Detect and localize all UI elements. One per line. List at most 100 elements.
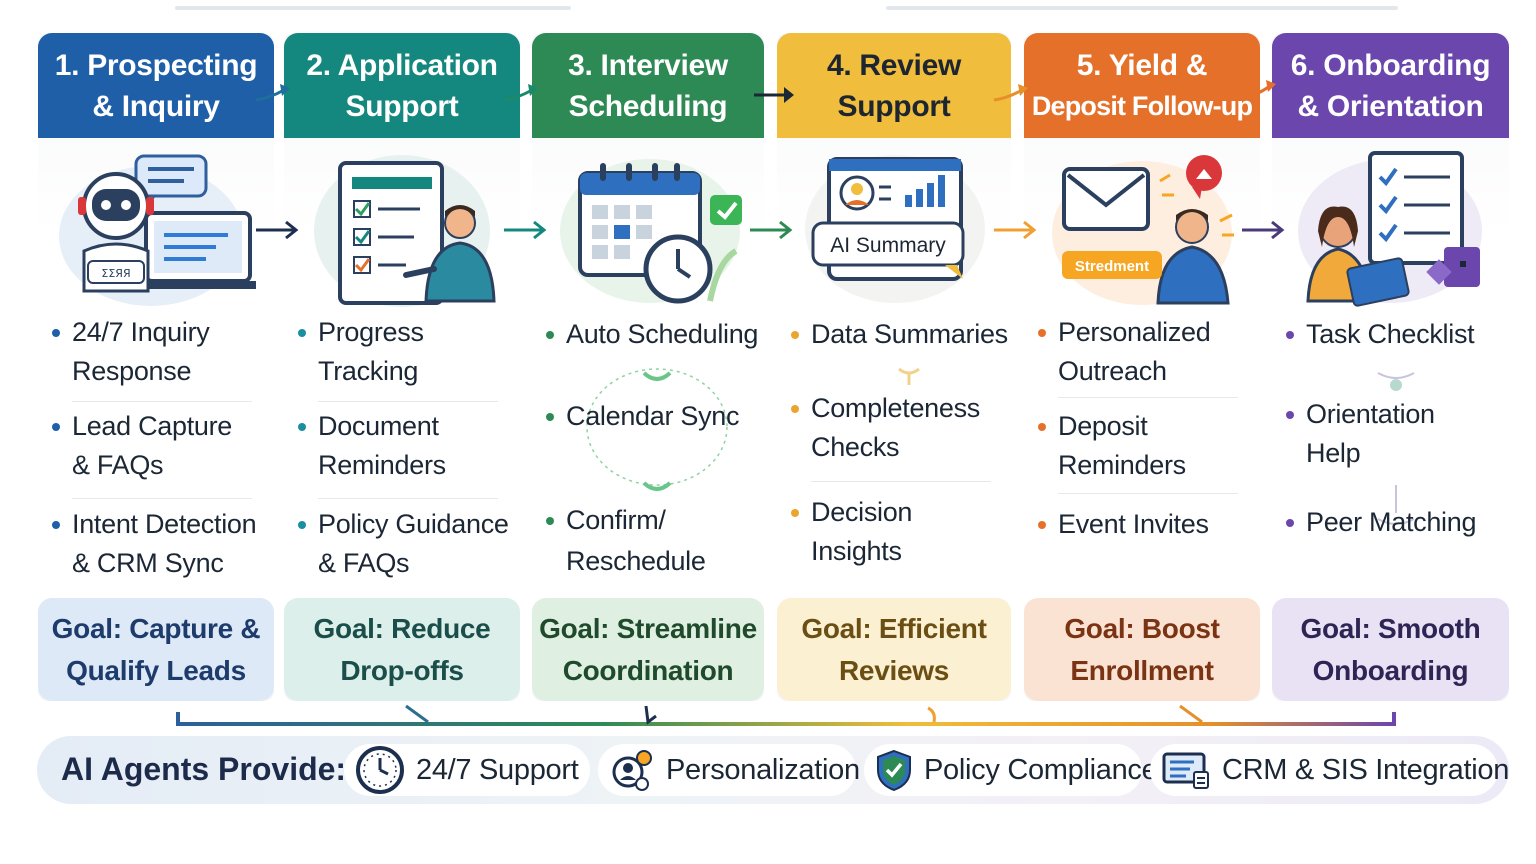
goal-box: Goal: Streamline Coordination [532, 598, 764, 701]
stage-title-line-1: 5. Yield & [1076, 48, 1208, 82]
stage-onboarding: 6. Onboarding & Orientation Task Checkli… [1272, 33, 1509, 701]
personalization-icon [612, 750, 652, 791]
header-arrow-2 [503, 84, 538, 102]
feature-line: Calendar Sync [566, 401, 740, 431]
goal-line-1: Goal: Streamline [539, 612, 757, 644]
feature-line: Intent Detection [72, 509, 257, 539]
feature-line: Reminders [318, 450, 446, 480]
stage-yield-deposit: 5. Yield & Deposit Follow-up Stredment P… [1024, 33, 1260, 701]
stage-review-support: 4. Review Support AI Summary Data Summar… [777, 33, 1011, 701]
stage-title-line-2: & Inquiry [92, 89, 220, 123]
ai-summary-label: AI Summary [830, 234, 946, 257]
feature-line: Event Invites [1058, 509, 1209, 539]
goal-line-2: Qualify Leads [66, 654, 246, 686]
connector-ring [586, 368, 728, 491]
stage-header: 1. Prospecting & Inquiry [38, 33, 274, 138]
stage-title-line-1: 4. Review [826, 48, 962, 82]
capability-pill-personalization: Personalization [598, 744, 860, 796]
divider [318, 401, 498, 402]
chatbot-laptop-illustration: ΣΣЯЯ [59, 154, 256, 306]
goal-line-1: Goal: Capture & [51, 612, 261, 644]
stage-header: 3. Interview Scheduling [532, 33, 764, 138]
feature-line: & FAQs [72, 450, 164, 480]
stage-title-line-2: Scheduling [568, 89, 728, 123]
feature-line: Confirm/ [566, 505, 666, 535]
database-screen-icon [1162, 752, 1209, 789]
divider [72, 498, 252, 499]
header-arrow-4 [993, 84, 1028, 102]
checklist-person-illustration [314, 155, 496, 307]
feature-line: Peer Matching [1306, 507, 1477, 537]
feature-line: Help [1306, 438, 1361, 468]
capability-label: Policy Compliance [924, 753, 1158, 786]
divider [318, 498, 498, 499]
stage-title-line-1: 6. Onboarding [1290, 48, 1491, 82]
feature-line: Personalized [1058, 317, 1211, 347]
flow-arrow-1 [256, 220, 299, 240]
goal-line-1: Goal: Boost [1064, 612, 1220, 644]
flow-arrow-2 [504, 220, 547, 240]
capability-pill-compliance: Policy Compliance [864, 744, 1158, 796]
stage-column-bg [284, 33, 520, 701]
top-decor-line-left [175, 6, 571, 10]
divider [1058, 397, 1238, 398]
feature-line: Completeness [811, 393, 980, 423]
divider [72, 401, 252, 402]
stage-title-line-1: 2. Application [306, 48, 498, 82]
stage-header: 6. Onboarding & Orientation [1272, 33, 1509, 138]
connector-tick [1377, 485, 1415, 525]
stage-title-line-2: Support [345, 89, 459, 123]
stage-application-support: 2. Application Support Progress Tracking… [284, 33, 520, 701]
goal-line-2: Reviews [839, 654, 949, 686]
capability-pill-support: 24/7 Support [344, 744, 590, 796]
feature-line: Tracking [318, 356, 419, 386]
capability-label: CRM & SIS Integration [1222, 753, 1510, 786]
divider [811, 481, 991, 482]
feature-line: Task Checklist [1306, 319, 1475, 349]
goal-line-2: Drop-offs [340, 654, 464, 686]
goal-line-1: Goal: Efficient [801, 612, 987, 644]
goal-box: Goal: Efficient Reviews [777, 598, 1011, 701]
outreach-badge-text: Stredment [1075, 258, 1149, 275]
stage-header: 5. Yield & Deposit Follow-up [1024, 33, 1260, 138]
feature-line: & CRM Sync [72, 548, 224, 578]
goal-line-1: Goal: Reduce [313, 612, 491, 644]
stage-title-line-2: & Orientation [1297, 89, 1484, 123]
goal-line-2: Onboarding [1312, 654, 1469, 686]
stage-header: 4. Review Support [777, 33, 1011, 138]
feature-line: Response [72, 356, 192, 386]
stage-column-bg [777, 33, 1011, 701]
stage-title-line-1: 1. Prospecting [54, 48, 258, 82]
shield-check-icon [877, 749, 911, 792]
feature-line: Deposit [1058, 411, 1148, 441]
ai-agents-title: AI Agents Provide: [61, 751, 347, 787]
feature-line: Reminders [1058, 450, 1186, 480]
feature-line: 24/7 Inquiry [72, 317, 210, 347]
feature-line: Progress [318, 317, 424, 347]
stage-title-line-2: Deposit Follow-up [1031, 90, 1253, 121]
stage-header: 2. Application Support [284, 33, 520, 138]
feature-line: Decision [811, 497, 913, 527]
feature-line: Document [318, 411, 439, 441]
stage-column-bg [532, 33, 764, 701]
goal-box: Goal: Boost Enrollment [1024, 598, 1260, 701]
goal-box: Goal: Reduce Drop-offs [284, 598, 520, 701]
feature-line: Reschedule [566, 546, 706, 576]
header-arrow-3 [754, 87, 794, 103]
feature-line: Orientation [1306, 399, 1435, 429]
goal-line-2: Coordination [562, 654, 734, 686]
capability-label: Personalization [666, 753, 860, 786]
stage-interview-scheduling: 3. Interview Scheduling Auto Scheduling [532, 33, 764, 701]
feature-line: Lead Capture [72, 411, 233, 441]
flow-arrow-4 [994, 220, 1037, 240]
stage-title-line-2: Support [837, 89, 951, 123]
feature-line: Data Summaries [811, 319, 1008, 349]
onboarding-checklist-illustration [1298, 151, 1482, 307]
feature-line: Auto Scheduling [566, 319, 759, 349]
goal-box: Goal: Smooth Onboarding [1272, 598, 1509, 701]
clock-icon [356, 746, 404, 794]
flow-arrow-5 [1242, 220, 1285, 240]
email-outreach-illustration: Stredment [1052, 155, 1234, 305]
flow-arrow-3 [750, 220, 793, 240]
goal-line-2: Enrollment [1070, 654, 1214, 686]
